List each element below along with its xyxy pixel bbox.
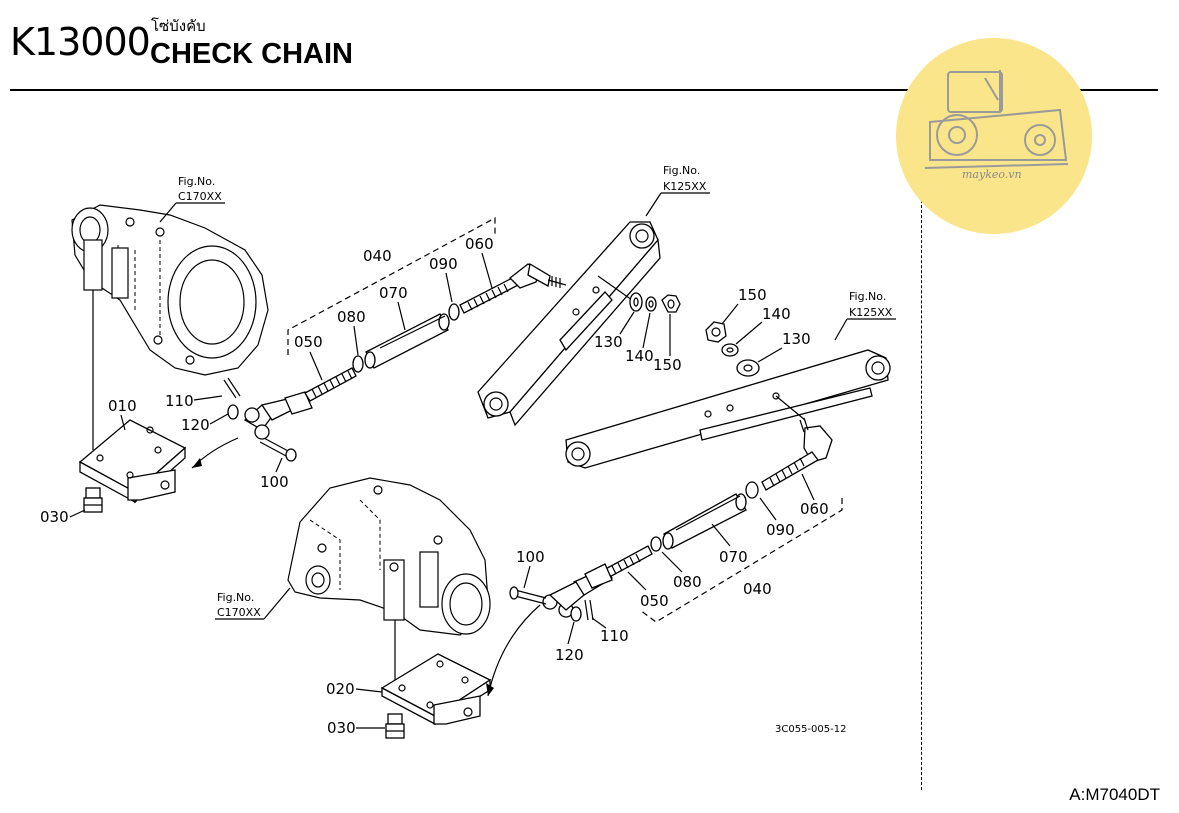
label-150-lower: 150 bbox=[738, 286, 767, 304]
label-110-upper: 110 bbox=[165, 392, 194, 410]
label-140-lower: 140 bbox=[762, 305, 791, 323]
label-010: 010 bbox=[108, 397, 137, 415]
title-thai: โซ่บังคับ bbox=[151, 17, 206, 35]
lower-link-upper bbox=[477, 221, 661, 427]
title-english: CHECK CHAIN bbox=[150, 38, 353, 70]
label-040-lower: 040 bbox=[743, 580, 772, 598]
chain-assembly-upper bbox=[223, 216, 567, 462]
label-130-upper: 130 bbox=[594, 333, 623, 351]
label-070-lower: 070 bbox=[719, 548, 748, 566]
svg-text:K125XX: K125XX bbox=[849, 306, 893, 319]
drawing-code: 3C055-005-12 bbox=[775, 724, 846, 735]
svg-text:C170XX: C170XX bbox=[178, 190, 222, 203]
model-code: A:M7040DT bbox=[1069, 785, 1160, 804]
ref-k125-upper: Fig.No. K125XX bbox=[645, 164, 710, 217]
rod-050-upper bbox=[304, 367, 357, 402]
label-020: 020 bbox=[326, 680, 355, 698]
page-divider bbox=[921, 195, 922, 790]
svg-text:C170XX: C170XX bbox=[217, 606, 261, 619]
watermark-logo: maykeo.vn bbox=[896, 38, 1092, 234]
label-050-upper: 050 bbox=[294, 333, 323, 351]
svg-text:Fig.No.: Fig.No. bbox=[849, 290, 886, 303]
housing-lower bbox=[287, 477, 491, 700]
svg-text:Fig.No.: Fig.No. bbox=[178, 175, 215, 188]
svg-text:K125XX: K125XX bbox=[663, 180, 707, 193]
label-120-lower: 120 bbox=[555, 646, 584, 664]
ref-c170-lower: Fig.No. C170XX bbox=[215, 587, 291, 620]
watermark-text: maykeo.vn bbox=[962, 168, 1022, 181]
callouts: 010 030 110 120 100 050 080 040 070 090 … bbox=[40, 235, 829, 737]
label-100-upper: 100 bbox=[260, 473, 289, 491]
bolt-030-upper bbox=[83, 487, 103, 513]
label-090-lower: 090 bbox=[766, 521, 795, 539]
chain-assembly-lower bbox=[509, 417, 843, 623]
label-030-lower: 030 bbox=[327, 719, 356, 737]
svg-text:Fig.No.: Fig.No. bbox=[217, 591, 254, 604]
bolt-030-lower bbox=[385, 713, 405, 739]
label-040-upper: 040 bbox=[363, 247, 392, 265]
label-030-upper: 030 bbox=[40, 508, 69, 526]
bracket-010 bbox=[78, 419, 239, 504]
washers-upper bbox=[629, 292, 681, 313]
bracket-020 bbox=[380, 604, 541, 726]
header-rule bbox=[10, 89, 1158, 91]
lower-link-lower bbox=[565, 349, 891, 469]
ref-c170-upper: Fig.No. C170XX bbox=[159, 175, 225, 223]
label-080-upper: 080 bbox=[337, 308, 366, 326]
label-090-upper: 090 bbox=[429, 255, 458, 273]
label-150-upper: 150 bbox=[653, 356, 682, 374]
label-140-upper: 140 bbox=[625, 347, 654, 365]
washers-lower bbox=[705, 321, 760, 377]
label-070-upper: 070 bbox=[379, 284, 408, 302]
label-080-lower: 080 bbox=[673, 573, 702, 591]
svg-text:Fig.No.: Fig.No. bbox=[663, 164, 700, 177]
label-050-lower: 050 bbox=[640, 592, 669, 610]
section-code: K13000 bbox=[10, 20, 151, 64]
label-060-upper: 060 bbox=[465, 235, 494, 253]
label-130-lower: 130 bbox=[782, 330, 811, 348]
label-110-lower: 110 bbox=[600, 627, 629, 645]
housing-upper-left bbox=[71, 204, 269, 450]
label-100-lower: 100 bbox=[516, 548, 545, 566]
label-120-upper: 120 bbox=[181, 416, 210, 434]
label-060-lower: 060 bbox=[800, 500, 829, 518]
ref-k125-lower: Fig.No. K125XX bbox=[834, 290, 896, 341]
